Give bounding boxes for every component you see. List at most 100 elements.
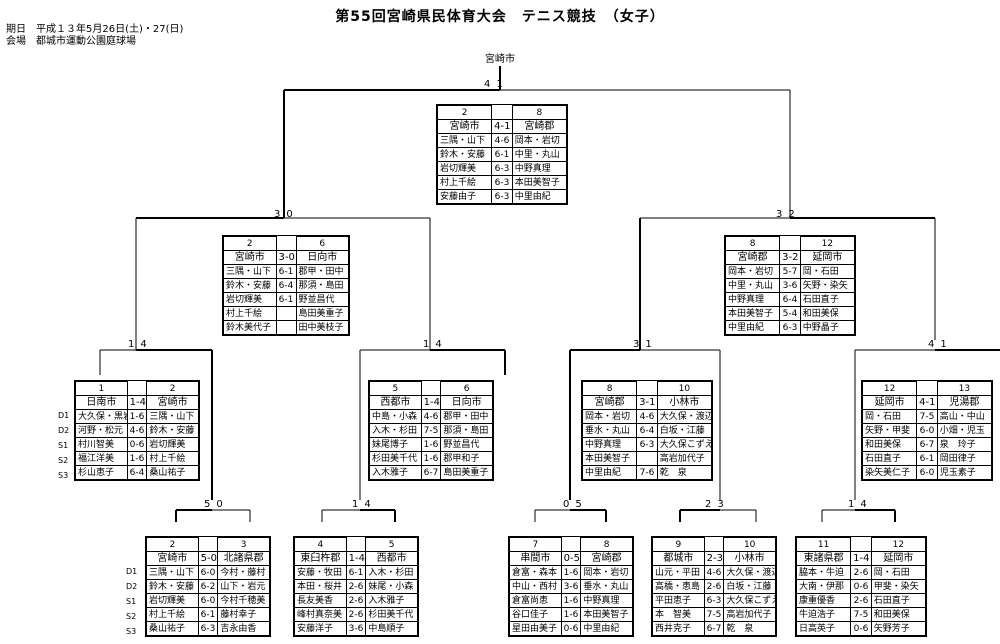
player-right: 白坂・江藤 [656,423,713,438]
set-score: 6-1 [916,451,938,466]
player-left: 安藤・牧田 [294,565,347,580]
set-score: 4-6 [636,409,658,424]
row-label: S3 [126,627,137,636]
player-left: 星田由美子 [509,621,562,636]
player-left: 中島・小森 [369,409,422,424]
set-score: 6-2 [197,579,219,594]
player-left: 福江洋美 [75,451,128,466]
team-right: 宮崎市 [146,395,199,410]
set-score: 1-6 [126,451,148,466]
player-left: 岩切輝美 [146,593,199,608]
row-label: S1 [58,441,69,450]
team-right: 西都市 [365,551,418,566]
set-score: 1-6 [560,607,582,622]
player-right: 郡甲・田中 [440,409,493,424]
player-right: 三隅・山下 [146,409,199,424]
seed-left: 8 [581,381,638,396]
player-right: 中野晶子 [799,320,856,335]
player-right: 垂水・丸山 [580,579,633,594]
player-left: 桑山祐子 [146,621,199,636]
player-right: 中野真理 [580,593,633,608]
player-left: 杉田美千代 [369,451,422,466]
player-right: 那須・島田 [295,278,349,293]
player-right: 島田美重子 [440,465,493,480]
match-row: 本田美智子高岩加代子 [581,451,713,466]
score-right: 4 [364,499,371,510]
player-right: 小畑・児玉 [936,423,993,438]
team-result: 3-0 [275,250,297,265]
player-left: 村上千絵 [223,306,277,321]
set-score: 6-4 [636,423,658,438]
player-left: 入木雅子 [369,465,422,480]
set-score: 1-6 [126,409,148,424]
player-left: 本 智美 [652,607,705,622]
player-left: 長友美香 [294,593,347,608]
player-left: 谷口佳子 [509,607,562,622]
set-score: 6-1 [345,565,367,580]
seed-right: 12 [799,236,856,251]
set-score: 6-4 [779,292,801,307]
match-row: 村上千絵島田美重子 [223,306,349,321]
set-score: 4-6 [420,409,442,424]
player-left: 中里・丸山 [724,278,781,293]
team-left: 東臼杵郡 [294,551,347,566]
team-left: 宮崎郡 [724,250,781,265]
set-score: 7-5 [703,607,725,622]
seed-left: 12 [861,381,918,396]
player-right: 岡本・岩切 [580,565,633,580]
team-result: 1-4 [420,395,442,410]
player-right: 甲斐・染矢 [870,579,927,594]
player-right: 本田美智子 [580,607,633,622]
set-score: 1-6 [560,565,582,580]
seed-right: 5 [365,537,418,552]
set-score: 0-6 [126,437,148,452]
set-score: 0-6 [850,579,872,594]
seed-right: 13 [936,381,993,396]
player-left: 岡本・岩切 [581,409,638,424]
row-label: D1 [126,567,138,576]
player-right: 大久保こずえ [723,593,776,608]
player-right: 杉田美千代 [365,607,418,622]
set-score: 6-0 [197,565,219,580]
player-left: 大南・伊那 [795,579,852,594]
score-right: 3 [717,499,724,510]
player-left: 牛迫浩子 [795,607,852,622]
team-right: 延岡市 [799,250,856,265]
set-score: 6-3 [491,175,513,190]
team-left: 延岡市 [861,395,918,410]
player-right: 石田直子 [799,292,856,307]
event-venue: 会場 都城市運動公園庭球場 [6,36,136,47]
score-left: 4 [928,339,935,350]
player-left: 西井克子 [652,621,705,636]
player-left: 高橋・恵島 [652,579,705,594]
player-left: 岡本・岩切 [724,264,781,279]
player-left: 安藤由子 [436,189,493,204]
